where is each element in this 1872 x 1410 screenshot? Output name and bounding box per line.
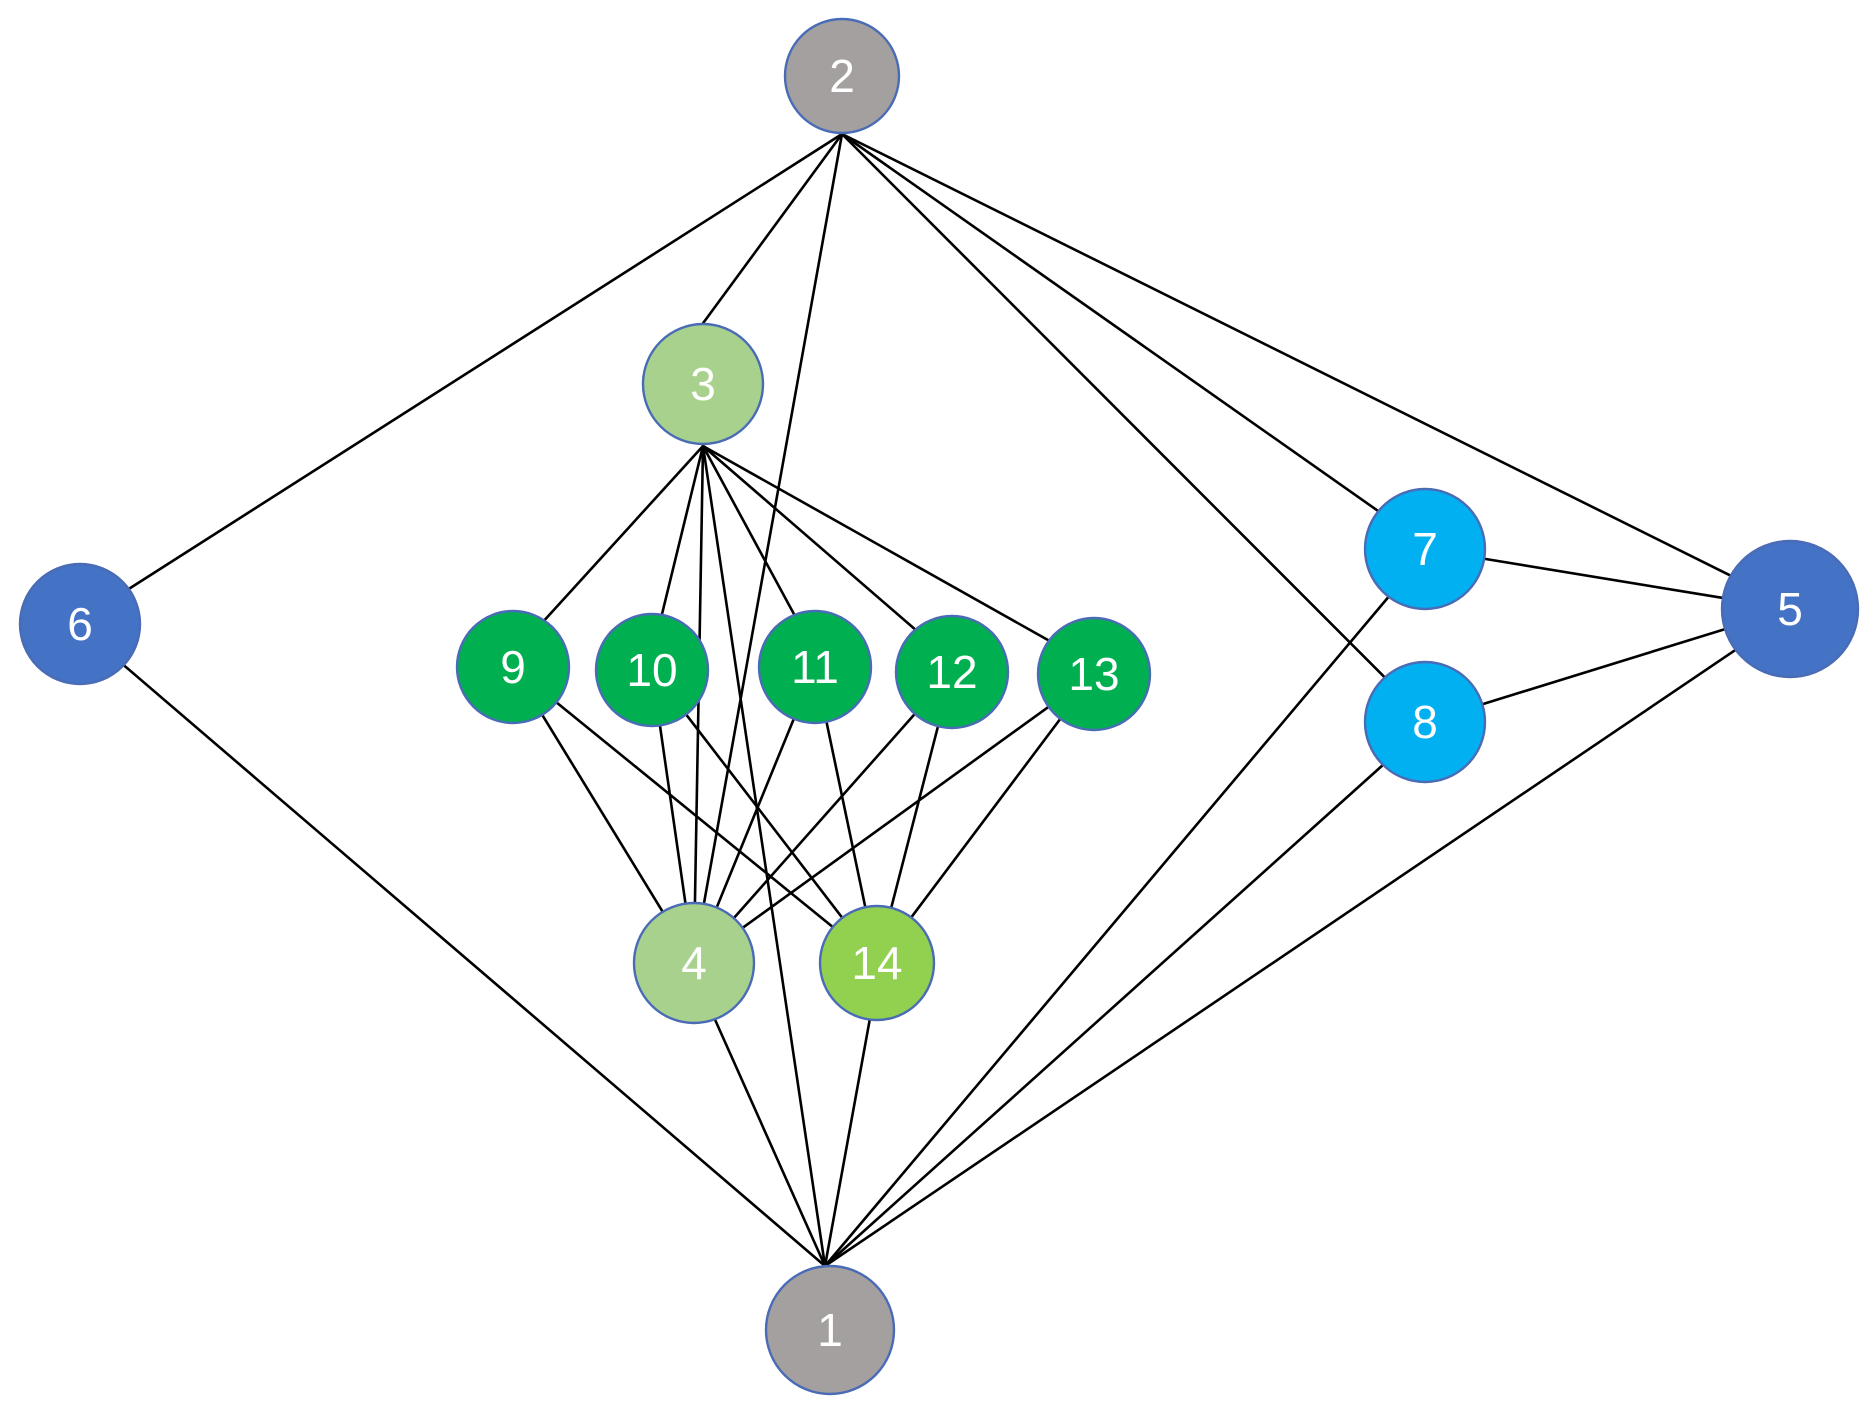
node-label-4: 4 <box>681 937 707 989</box>
edge-4-1 <box>713 1017 827 1268</box>
edge-13-14 <box>909 717 1062 919</box>
node-2: 2 <box>783 17 901 135</box>
node-12: 12 <box>894 614 1010 730</box>
node-label-10: 10 <box>626 644 677 696</box>
node-circle-9 <box>455 609 571 725</box>
edge-6-1 <box>122 663 827 1268</box>
node-4: 4 <box>632 901 756 1025</box>
edge-9-4 <box>540 713 664 914</box>
node-label-11: 11 <box>791 641 839 693</box>
node-7: 7 <box>1363 487 1487 611</box>
edge-7-5 <box>1482 557 1725 600</box>
node-circle-14 <box>818 904 936 1022</box>
edge-12-14 <box>889 724 940 910</box>
node-11: 11 <box>757 609 873 725</box>
edge-9-14 <box>555 701 835 929</box>
node-circle-5 <box>1720 539 1860 679</box>
node-label-3: 3 <box>690 358 716 410</box>
edge-3-12 <box>701 444 917 631</box>
node-10: 10 <box>594 612 710 728</box>
edge-2-6 <box>127 132 844 591</box>
node-circle-6 <box>18 562 142 686</box>
edge-2-5 <box>840 132 1733 577</box>
node-label-14: 14 <box>851 937 902 989</box>
edge-11-4 <box>715 717 796 909</box>
edge-3-10 <box>660 444 705 617</box>
node-label-13: 13 <box>1068 648 1119 700</box>
node-circle-13 <box>1036 616 1152 732</box>
node-label-7: 7 <box>1412 523 1438 575</box>
node-3: 3 <box>641 322 765 446</box>
edge-3-13 <box>701 444 1051 642</box>
edge-5-1 <box>823 648 1737 1268</box>
node-14: 14 <box>818 904 936 1022</box>
edge-8-5 <box>1481 627 1727 706</box>
node-label-9: 9 <box>500 641 526 693</box>
edge-3-9 <box>542 444 705 622</box>
node-6: 6 <box>18 562 142 686</box>
node-label-2: 2 <box>829 50 855 102</box>
edge-10-14 <box>684 713 844 920</box>
edge-3-1 <box>701 444 827 1268</box>
node-circle-4 <box>632 901 756 1025</box>
node-circle-8 <box>1363 660 1487 784</box>
node-label-8: 8 <box>1412 696 1438 748</box>
edge-2-4 <box>702 132 844 906</box>
edges-layer <box>122 132 1737 1268</box>
node-label-5: 5 <box>1777 583 1803 635</box>
node-circle-10 <box>594 612 710 728</box>
node-circle-11 <box>757 609 873 725</box>
node-5: 5 <box>1720 539 1860 679</box>
node-circle-12 <box>894 614 1010 730</box>
node-circle-2 <box>783 17 901 135</box>
edge-2-8 <box>840 132 1387 679</box>
edge-8-1 <box>823 763 1385 1268</box>
edge-14-1 <box>823 1018 872 1268</box>
edge-3-11 <box>701 444 796 617</box>
edge-12-4 <box>732 712 917 920</box>
node-1: 1 <box>764 1264 896 1396</box>
edge-7-1 <box>823 595 1390 1268</box>
node-label-12: 12 <box>926 646 977 698</box>
edge-11-14 <box>825 720 867 909</box>
node-circle-7 <box>1363 487 1487 611</box>
node-9: 9 <box>455 609 571 725</box>
edge-2-7 <box>840 132 1380 513</box>
edge-10-4 <box>658 724 687 905</box>
node-circle-1 <box>764 1264 896 1396</box>
node-label-6: 6 <box>67 598 93 650</box>
edge-13-4 <box>741 705 1050 930</box>
node-circle-3 <box>641 322 765 446</box>
node-label-1: 1 <box>817 1304 843 1356</box>
node-8: 8 <box>1363 660 1487 784</box>
edge-2-3 <box>699 132 844 328</box>
node-13: 13 <box>1036 616 1152 732</box>
